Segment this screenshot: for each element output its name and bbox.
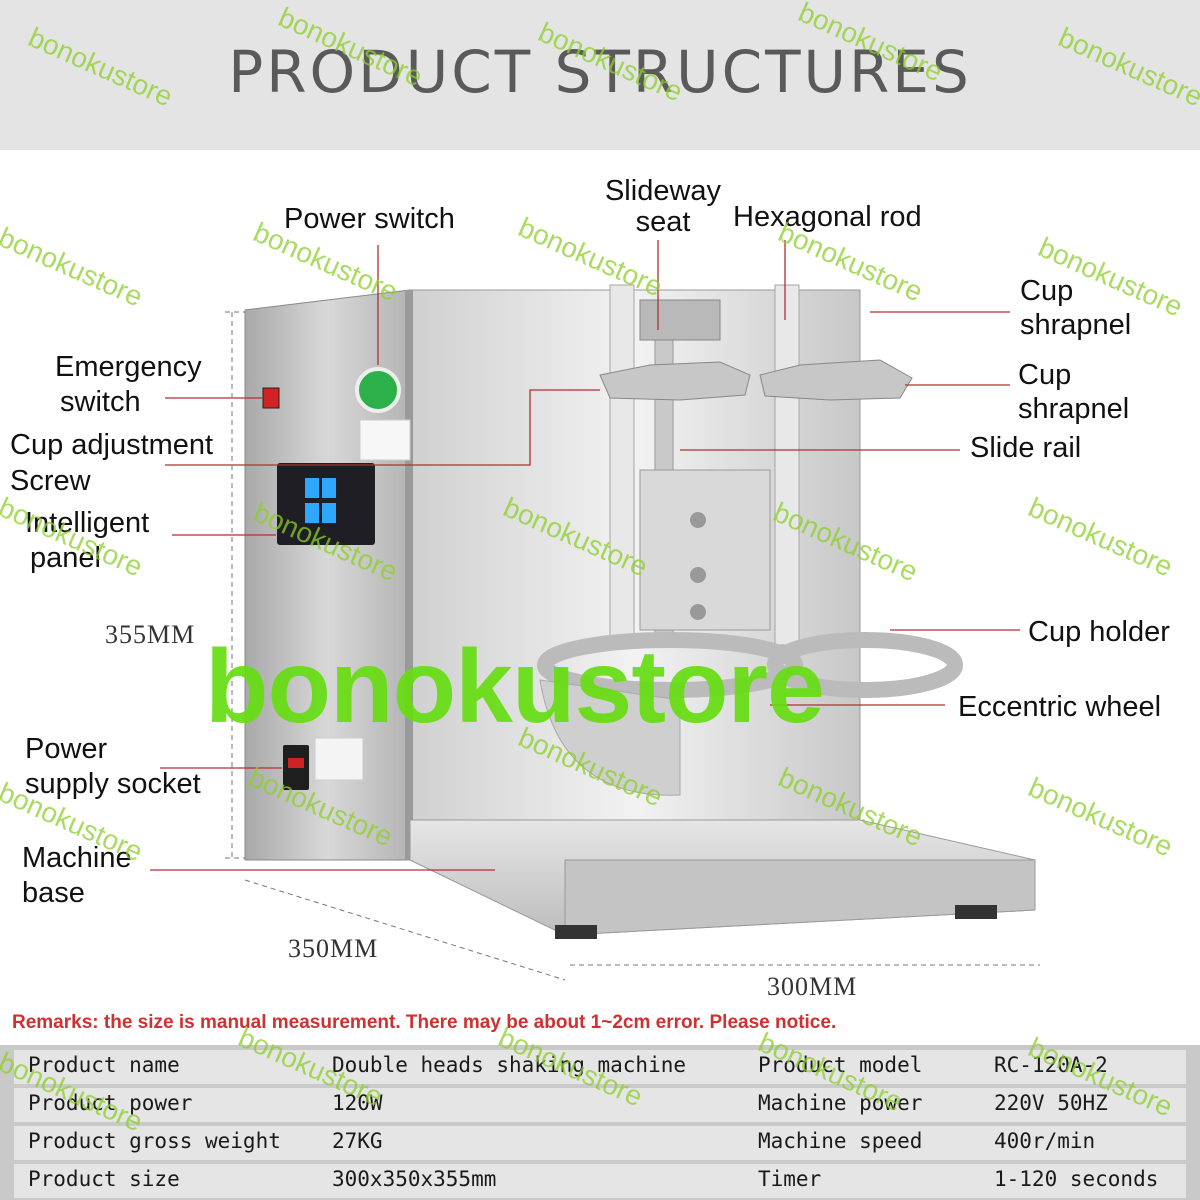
spec-label: Product model bbox=[758, 1053, 923, 1077]
label-cup-shrapnel-top-line2: shrapnel bbox=[1020, 309, 1132, 341]
spec-value: 27KG bbox=[332, 1129, 383, 1153]
table-row: Product size 300x350x355mm Timer 1-120 s… bbox=[14, 1164, 1186, 1198]
slide-block bbox=[639, 469, 771, 631]
machine-illustration bbox=[150, 240, 1040, 981]
title-banner: PRODUCT STRUCTURES bbox=[0, 0, 1200, 150]
label-hexagonal-rod: Hexagonal rod bbox=[733, 201, 922, 233]
machine-front-edge bbox=[405, 290, 413, 860]
label-eccentric-wheel: Eccentric wheel bbox=[958, 691, 1162, 723]
eccentric-wheel-shape bbox=[539, 679, 681, 796]
label-cup-adjustment-line1: Cup adjustment bbox=[10, 429, 214, 461]
label-emergency-switch-line2: switch bbox=[60, 386, 141, 418]
dimension-lines bbox=[225, 311, 1040, 981]
emergency-switch-shape bbox=[262, 387, 280, 409]
spec-label: Machine power bbox=[758, 1091, 923, 1115]
remarks-note: Remarks: the size is manual measurement.… bbox=[12, 1012, 837, 1033]
label-cup-holder: Cup holder bbox=[1028, 616, 1170, 648]
spec-label: Product gross weight bbox=[28, 1129, 281, 1153]
label-cup-shrapnel-top-line1: Cup bbox=[1020, 275, 1074, 307]
spec-label: Machine speed bbox=[758, 1129, 923, 1153]
label-slideway-seat-line2: seat bbox=[635, 206, 691, 238]
label-cup-adjustment-line2: Screw bbox=[10, 465, 91, 497]
label-intelligent-panel-line1: Intelligent bbox=[25, 507, 150, 539]
label-emergency-switch-line1: Emergency bbox=[55, 351, 202, 383]
table-row: Product power 120W Machine power 220V 50… bbox=[14, 1088, 1186, 1122]
slide-rail-left bbox=[609, 284, 635, 646]
spec-table: Product name Double heads shaking machin… bbox=[0, 1045, 1200, 1200]
spec-value: 400r/min bbox=[994, 1129, 1096, 1153]
label-machine-base-line1: Machine bbox=[22, 842, 132, 874]
spec-value: 120W bbox=[332, 1091, 383, 1115]
spec-label: Product name bbox=[28, 1053, 180, 1077]
dimension-width: 300MM bbox=[767, 972, 858, 1001]
spec-value: 300x350x355mm bbox=[332, 1167, 497, 1191]
slide-rail-right bbox=[774, 284, 800, 646]
label-slide-rail: Slide rail bbox=[970, 432, 1082, 464]
table-row: Product name Double heads shaking machin… bbox=[14, 1050, 1186, 1084]
leader-lines bbox=[150, 240, 1020, 871]
label-slideway-seat-line1: Slideway bbox=[604, 175, 722, 207]
spec-label: Product power bbox=[28, 1091, 193, 1115]
label-intelligent-panel-line2: panel bbox=[30, 542, 101, 574]
spec-label: Timer bbox=[758, 1167, 822, 1191]
dimension-depth: 350MM bbox=[288, 934, 379, 963]
label-cup-shrapnel-bottom-line1: Cup bbox=[1018, 359, 1072, 391]
spec-value: 1-120 seconds bbox=[994, 1167, 1159, 1191]
dimension-height: 355MM bbox=[105, 620, 196, 649]
table-row: Product gross weight 27KG Machine speed … bbox=[14, 1126, 1186, 1160]
page-title: PRODUCT STRUCTURES bbox=[228, 38, 972, 106]
label-power-socket-line1: Power bbox=[25, 733, 108, 765]
cup-shrapnel-right bbox=[759, 359, 913, 401]
spec-value: Double heads shaking machine bbox=[332, 1053, 687, 1077]
label-machine-base-line2: base bbox=[22, 877, 85, 909]
spec-label: Product size bbox=[28, 1167, 180, 1191]
label-cup-shrapnel-bottom-line2: shrapnel bbox=[1018, 393, 1130, 425]
cup-holder-right bbox=[767, 632, 963, 698]
spec-value: RC-120A-2 bbox=[994, 1053, 1108, 1077]
spec-value: 220V 50HZ bbox=[994, 1091, 1108, 1115]
power-switch-shape bbox=[355, 367, 401, 413]
label-power-socket-line2: supply socket bbox=[25, 768, 201, 800]
label-power-switch: Power switch bbox=[284, 203, 455, 235]
cup-holder-left bbox=[537, 632, 803, 698]
cup-shrapnel-left bbox=[599, 361, 751, 401]
